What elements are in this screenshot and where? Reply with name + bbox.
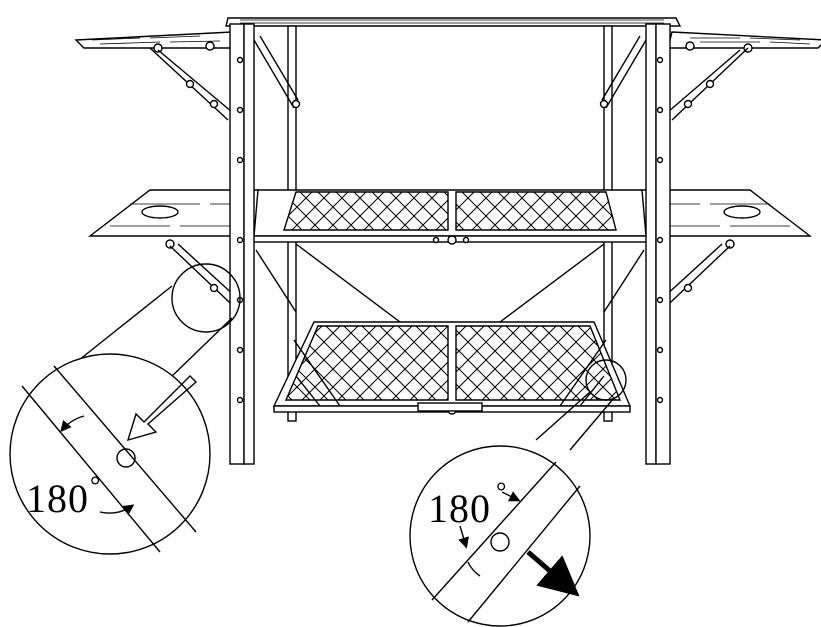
upper-braces <box>253 35 647 109</box>
left-detail-magnified-circle <box>9 353 211 555</box>
right-angle-label: 180 <box>428 486 491 531</box>
shelf-stand <box>74 17 821 465</box>
right-detail-source-circle <box>585 359 627 401</box>
left-angle-label: 180 <box>26 476 89 521</box>
right-detail-magnified-circle <box>409 445 591 627</box>
lower-braces <box>255 243 645 323</box>
left-degree-symbol: ° <box>90 471 100 500</box>
right-rotation-arc <box>467 561 481 577</box>
front-left-leg <box>229 23 255 465</box>
right-detail-pin <box>490 532 510 552</box>
front-right-leg <box>645 23 671 465</box>
right-degree-symbol: ° <box>496 477 506 506</box>
left-detail-callout <box>9 263 241 555</box>
left-detail-pin <box>116 448 136 468</box>
right-detail-callout <box>409 359 627 627</box>
left-detail-arrow <box>126 375 198 442</box>
left-detail-source-circle <box>171 263 241 333</box>
bottom-braces <box>293 339 607 407</box>
left-rotation-arc <box>60 415 85 433</box>
right-detail-arrow <box>526 550 580 597</box>
middle-shelf <box>249 189 651 245</box>
top-shelf <box>225 17 682 27</box>
upper-right-wing-tray <box>667 31 821 121</box>
upper-left-wing-tray <box>74 31 237 121</box>
bottom-shelf <box>272 321 632 415</box>
